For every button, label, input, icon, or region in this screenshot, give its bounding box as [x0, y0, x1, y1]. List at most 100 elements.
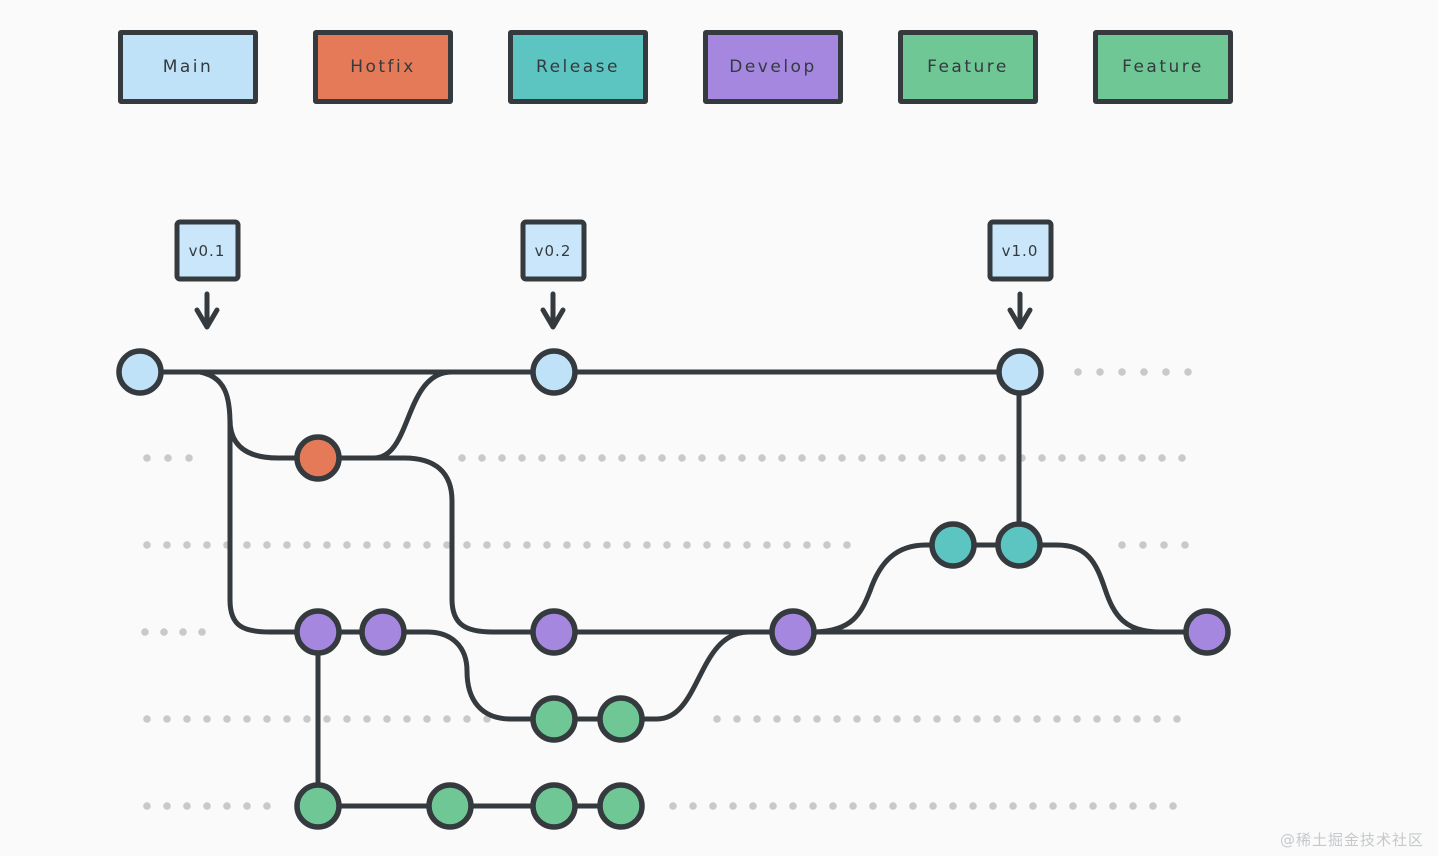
lane-dot-feature-1: [423, 715, 431, 723]
lane-dot-release: [283, 541, 291, 549]
lane-dot-develop: [160, 628, 168, 636]
legend-main: Main: [118, 30, 258, 104]
lane-dot-feature-1: [753, 715, 761, 723]
tag-box-v0.2: [520, 219, 587, 282]
branch-lines: [140, 369, 1186, 809]
lane-dot-release: [163, 541, 171, 549]
lane-dots: [141, 368, 1192, 810]
lane-dot-feature-1: [203, 715, 211, 723]
lane-dot-release: [603, 541, 611, 549]
lane-dot-hotfix: [998, 454, 1006, 462]
lane-dot-feature-2: [929, 802, 937, 810]
lane-dot-release: [703, 541, 711, 549]
lane-dot-release: [383, 541, 391, 549]
lane-dot-release: [563, 541, 571, 549]
lane-dot-feature-2: [689, 802, 697, 810]
lane-dot-hotfix: [898, 454, 906, 462]
hotfix-merge-to-main-line: [318, 369, 453, 461]
lane-dot-feature-2: [143, 802, 151, 810]
lane-dot-release: [643, 541, 651, 549]
main-to-hotfix-branch-line: [227, 419, 318, 461]
legend-hotfix-label: Hotfix: [350, 57, 416, 77]
tag-box-v0.1: [174, 219, 241, 282]
lane-dot-main: [1162, 368, 1170, 376]
lane-dot-release: [263, 541, 271, 549]
lane-dot-hotfix: [798, 454, 806, 462]
lane-dot-hotfix: [498, 454, 506, 462]
commit-node-main: [530, 348, 578, 396]
lane-dot-feature-2: [223, 802, 231, 810]
lane-dot-feature-1: [1093, 715, 1101, 723]
tag-v0.1: v0.1: [174, 219, 241, 330]
lane-dot-feature-1: [733, 715, 741, 723]
lane-dot-hotfix: [618, 454, 626, 462]
commit-node-develop: [769, 608, 817, 656]
lane-dot-main: [1184, 368, 1192, 376]
lane-dot-feature-1: [793, 715, 801, 723]
lane-dot-feature-2: [769, 802, 777, 810]
lane-dot-feature-1: [1073, 715, 1081, 723]
lane-dot-feature-1: [1033, 715, 1041, 723]
lane-dot-hotfix: [1178, 454, 1186, 462]
lane-dot-release: [1118, 541, 1126, 549]
lane-dot-hotfix: [143, 454, 151, 462]
commit-node-feature-2: [294, 782, 342, 830]
lane-dot-hotfix: [778, 454, 786, 462]
lane-dot-main: [1096, 368, 1104, 376]
commit-node-feature-2: [530, 782, 578, 830]
lane-dot-hotfix: [185, 454, 193, 462]
lane-dot-feature-1: [183, 715, 191, 723]
lane-dot-release: [463, 541, 471, 549]
lane-dot-feature-1: [243, 715, 251, 723]
lane-dot-feature-1: [873, 715, 881, 723]
lane-dot-hotfix: [1158, 454, 1166, 462]
lane-dot-feature-2: [909, 802, 917, 810]
develop-to-feature1-loop-line: [318, 629, 800, 722]
lane-dot-hotfix: [638, 454, 646, 462]
lane-dot-feature-1: [1133, 715, 1141, 723]
lane-dot-feature-2: [729, 802, 737, 810]
lane-dot-feature-1: [1013, 715, 1021, 723]
lane-dot-feature-2: [1049, 802, 1057, 810]
lane-dot-feature-1: [1053, 715, 1061, 723]
lane-dot-release: [523, 541, 531, 549]
lane-dot-release: [743, 541, 751, 549]
lane-dot-feature-2: [949, 802, 957, 810]
lane-dot-feature-2: [183, 802, 191, 810]
lane-dot-hotfix: [918, 454, 926, 462]
tag-arrow-icon: [540, 291, 566, 330]
lane-dot-release: [323, 541, 331, 549]
lane-dot-hotfix: [738, 454, 746, 462]
lane-dot-feature-1: [443, 715, 451, 723]
lane-dot-feature-2: [809, 802, 817, 810]
lane-dot-release: [1139, 541, 1147, 549]
main-to-develop-branch-line: [199, 369, 318, 635]
lane-dot-feature-2: [1029, 802, 1037, 810]
watermark-text: @稀土掘金技术社区: [1279, 831, 1424, 849]
lane-dot-release: [343, 541, 351, 549]
lane-dot-release: [783, 541, 791, 549]
lane-dot-hotfix: [1138, 454, 1146, 462]
lane-dot-release: [423, 541, 431, 549]
lane-dot-feature-2: [1109, 802, 1117, 810]
lane-dot-feature-1: [953, 715, 961, 723]
lane-dot-hotfix: [838, 454, 846, 462]
lane-dot-hotfix: [878, 454, 886, 462]
lane-dot-release: [583, 541, 591, 549]
commit-node-main: [116, 348, 164, 396]
lane-dot-release: [303, 541, 311, 549]
commit-node-release: [995, 521, 1043, 569]
lane-dot-release: [143, 541, 151, 549]
lane-dot-release: [803, 541, 811, 549]
lane-dot-feature-1: [143, 715, 151, 723]
lane-dot-main: [1140, 368, 1148, 376]
lane-dot-release: [1160, 541, 1168, 549]
lane-dot-feature-1: [933, 715, 941, 723]
lane-dot-develop: [198, 628, 206, 636]
legend-release-label: Release: [536, 57, 620, 77]
lane-dot-release: [443, 541, 451, 549]
lane-dot-hotfix: [1038, 454, 1046, 462]
hotfix-merge-to-develop-line: [374, 455, 1186, 635]
lane-dot-release: [843, 541, 851, 549]
